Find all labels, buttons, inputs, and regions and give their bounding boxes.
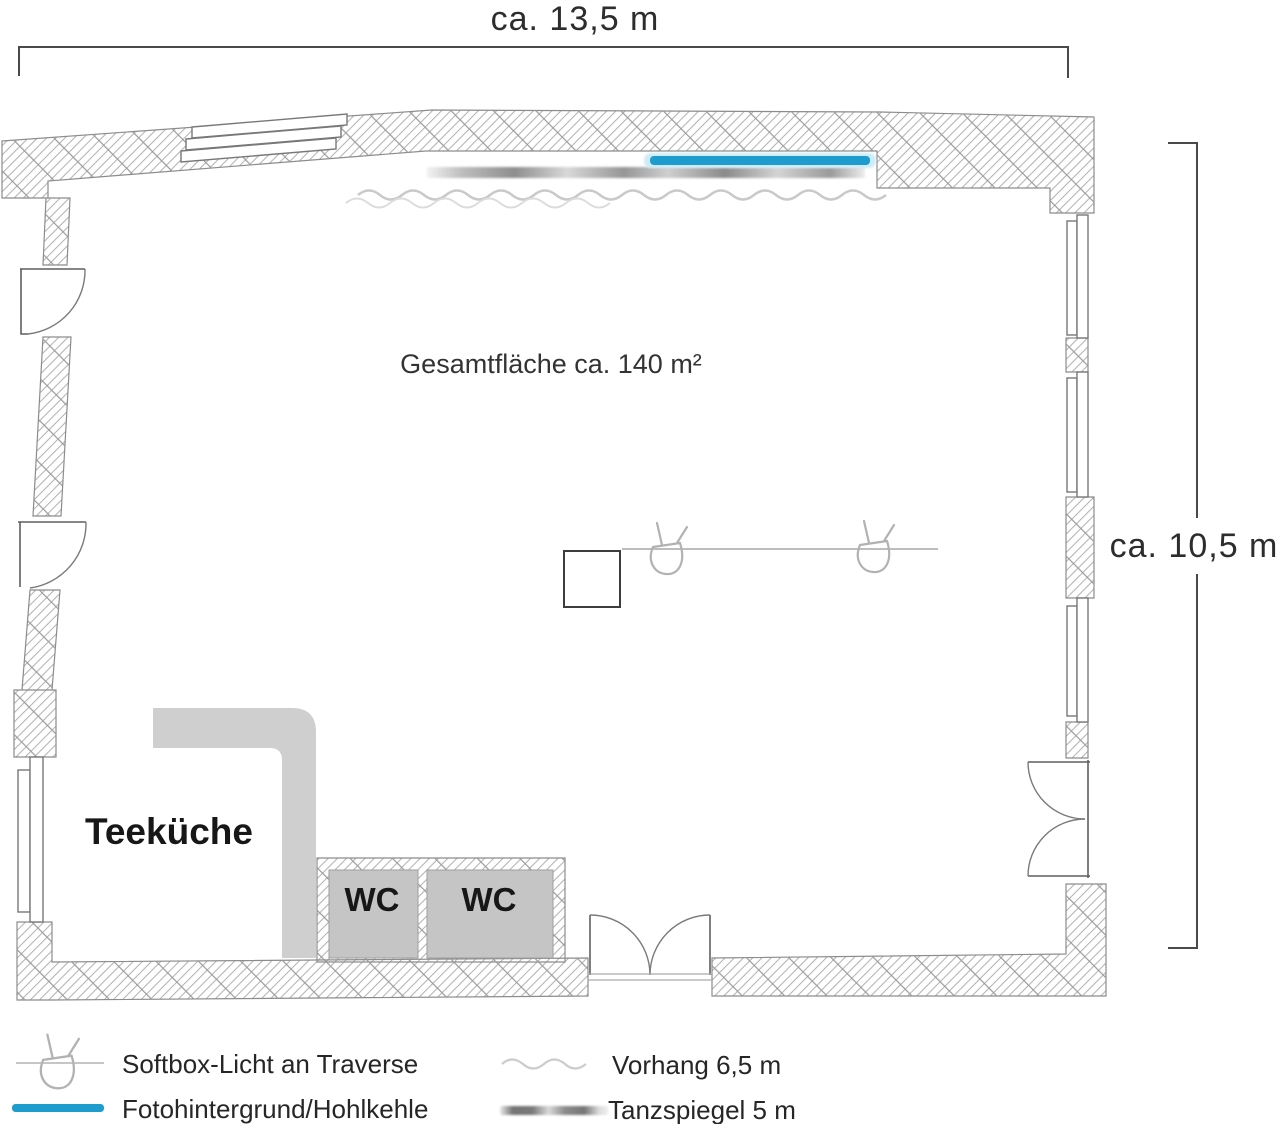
equipment-square [563,550,621,608]
top-window-slat-2 [185,125,342,151]
right-window-1-inner [1076,214,1089,339]
legend-label: Vorhang 6,5 m [612,1050,781,1080]
curtain-wavy-line-2 [345,197,611,209]
legend: Softbox-Licht an Traverse Fotohintergrun… [12,1033,796,1124]
left-door-upper [20,268,86,335]
top-window-slat-3 [180,137,337,163]
windows [17,113,1089,923]
wall-crosshatch-layer [2,110,1106,1000]
top-dimension-bracket [18,46,1069,78]
right-dimension-bracket-bottom [1168,574,1198,949]
kitchen-counter [153,708,316,958]
kitchen-label: Teeküche [85,811,253,852]
wc-rooms: WC WC [328,869,554,959]
doors [18,268,1090,981]
area-label: Gesamtfläche ca. 140 m² [400,349,702,379]
legend-label: Tanzspiegel 5 m [608,1095,796,1124]
right-window-2-inner [1076,371,1089,498]
legend-label: Softbox-Licht an Traverse [122,1049,418,1079]
right-window-3-outer [1066,605,1078,717]
dance-mirror-bar [427,167,865,178]
right-dimension: ca. 10,5 m [1110,142,1279,949]
left-window-inner [29,756,44,923]
left-window-outer [17,769,31,913]
right-window-3-inner [1076,597,1089,723]
right-dimension-bracket-top [1168,142,1198,518]
right-window-2-outer [1066,377,1078,493]
legend-item-curtain: Vorhang 6,5 m [501,1050,781,1080]
photo-background-line [650,156,870,165]
dance-mirror-swatch [500,1106,608,1115]
top-dimension-label: ca. 13,5 m [491,0,660,38]
top-window-slat-1 [191,113,348,139]
top-dimension: ca. 13,5 m [18,0,1069,78]
wc-room-1 [328,869,419,959]
curtain-wavy-line [357,189,887,201]
walls [1,109,1107,1001]
curtain-wave-swatch [501,1058,587,1070]
legend-item-softbox: Softbox-Licht an Traverse [16,1033,418,1090]
wc-room-1-label: WC [345,881,400,918]
wc-room-2 [426,869,554,959]
legend-item-mirror: Tanzspiegel 5 m [500,1095,796,1124]
bottom-double-door [588,914,712,981]
photo-background-swatch [12,1104,104,1112]
softbox-light-icon [39,1033,81,1090]
legend-item-photo-background: Fotohintergrund/Hohlkehle [12,1094,428,1124]
right-window-1-outer [1066,220,1078,336]
softbox-light-icon [856,519,896,574]
right-dimension-label: ca. 10,5 m [1110,527,1279,565]
legend-label: Fotohintergrund/Hohlkehle [122,1094,428,1124]
wc-room-2-label: WC [462,881,517,918]
left-door-lower [18,521,87,589]
right-double-door [1027,760,1090,878]
